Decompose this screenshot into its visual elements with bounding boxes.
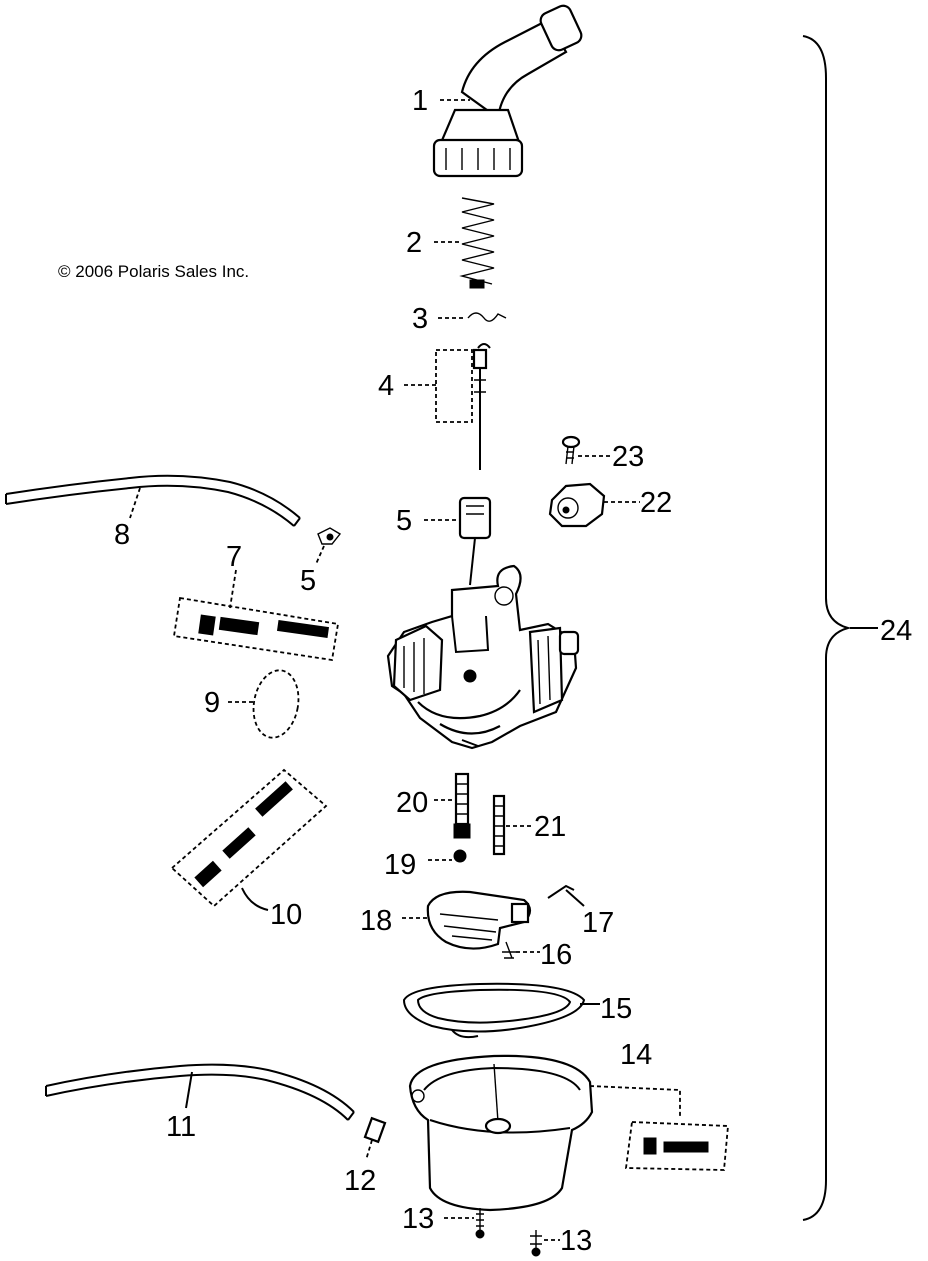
part-16-float-needle [502, 941, 516, 959]
callout-21: 21 [534, 811, 566, 843]
part-15-gasket [402, 982, 586, 1039]
part-9-o-ring [252, 669, 300, 739]
callout-7: 7 [226, 541, 242, 573]
callout-19: 19 [384, 849, 416, 881]
callout-1: 1 [412, 85, 428, 117]
part-10-adjust-kit [170, 768, 328, 908]
assembly-bracket [802, 35, 852, 1221]
leader-7 [229, 569, 237, 609]
callout-8: 8 [114, 519, 130, 551]
leader-14 [589, 1085, 681, 1118]
part-14-float-bowl [408, 1054, 594, 1212]
part-21-pilot-jet [492, 794, 506, 856]
leader-12 [365, 1139, 373, 1161]
part-17-pin [547, 884, 575, 899]
part-20-jet [453, 772, 471, 839]
part-14-kit-card [624, 1121, 729, 1171]
part-5-throttle-slide [458, 496, 492, 586]
part-clamp-small [317, 527, 342, 545]
part-1-intake-elbow [432, 4, 583, 178]
part-2-spring [459, 197, 495, 289]
part-3-clip [467, 312, 507, 322]
callout-11: 11 [166, 1111, 196, 1143]
callout-12: 12 [344, 1165, 376, 1197]
part-19-washer [453, 849, 467, 863]
carburetor-body [386, 564, 580, 750]
leader-5b [315, 545, 325, 565]
part-13-screw [475, 1208, 485, 1239]
callout-18: 18 [360, 905, 392, 937]
part-4-needle-kit [435, 343, 491, 470]
callout-3: 3 [412, 303, 428, 335]
part-7-jet-kit [172, 596, 340, 662]
part-13b-screw [530, 1230, 542, 1257]
callout-23: 23 [612, 441, 644, 473]
leader-8 [129, 487, 141, 519]
part-22-cap [548, 482, 606, 528]
callout-15: 15 [600, 993, 632, 1025]
callout-2: 2 [406, 227, 422, 259]
callout-16: 16 [540, 939, 572, 971]
part-23-screw [561, 435, 581, 465]
callout-17: 17 [582, 907, 614, 939]
callout-4: 4 [378, 370, 394, 402]
leader-11 [185, 1071, 193, 1109]
copyright-text: © 2006 Polaris Sales Inc. [58, 262, 249, 281]
callout-20: 20 [396, 787, 428, 819]
part-12-clamp [363, 1116, 387, 1144]
leader-17 [565, 889, 585, 907]
callout-24: 24 [880, 615, 912, 647]
callout-13b: 13 [560, 1225, 592, 1257]
callout-22: 22 [640, 487, 672, 519]
part-11-fuel-line [45, 1063, 355, 1121]
callout-5: 5 [396, 505, 412, 537]
callout-10: 10 [270, 899, 302, 931]
callout-13: 13 [402, 1203, 434, 1235]
part-8-fuel-line [5, 474, 301, 527]
callout-9: 9 [204, 687, 220, 719]
part-18-float [426, 890, 532, 950]
leader-10 [241, 887, 269, 911]
callout-5b: 5 [300, 565, 316, 597]
callout-14: 14 [620, 1039, 652, 1071]
